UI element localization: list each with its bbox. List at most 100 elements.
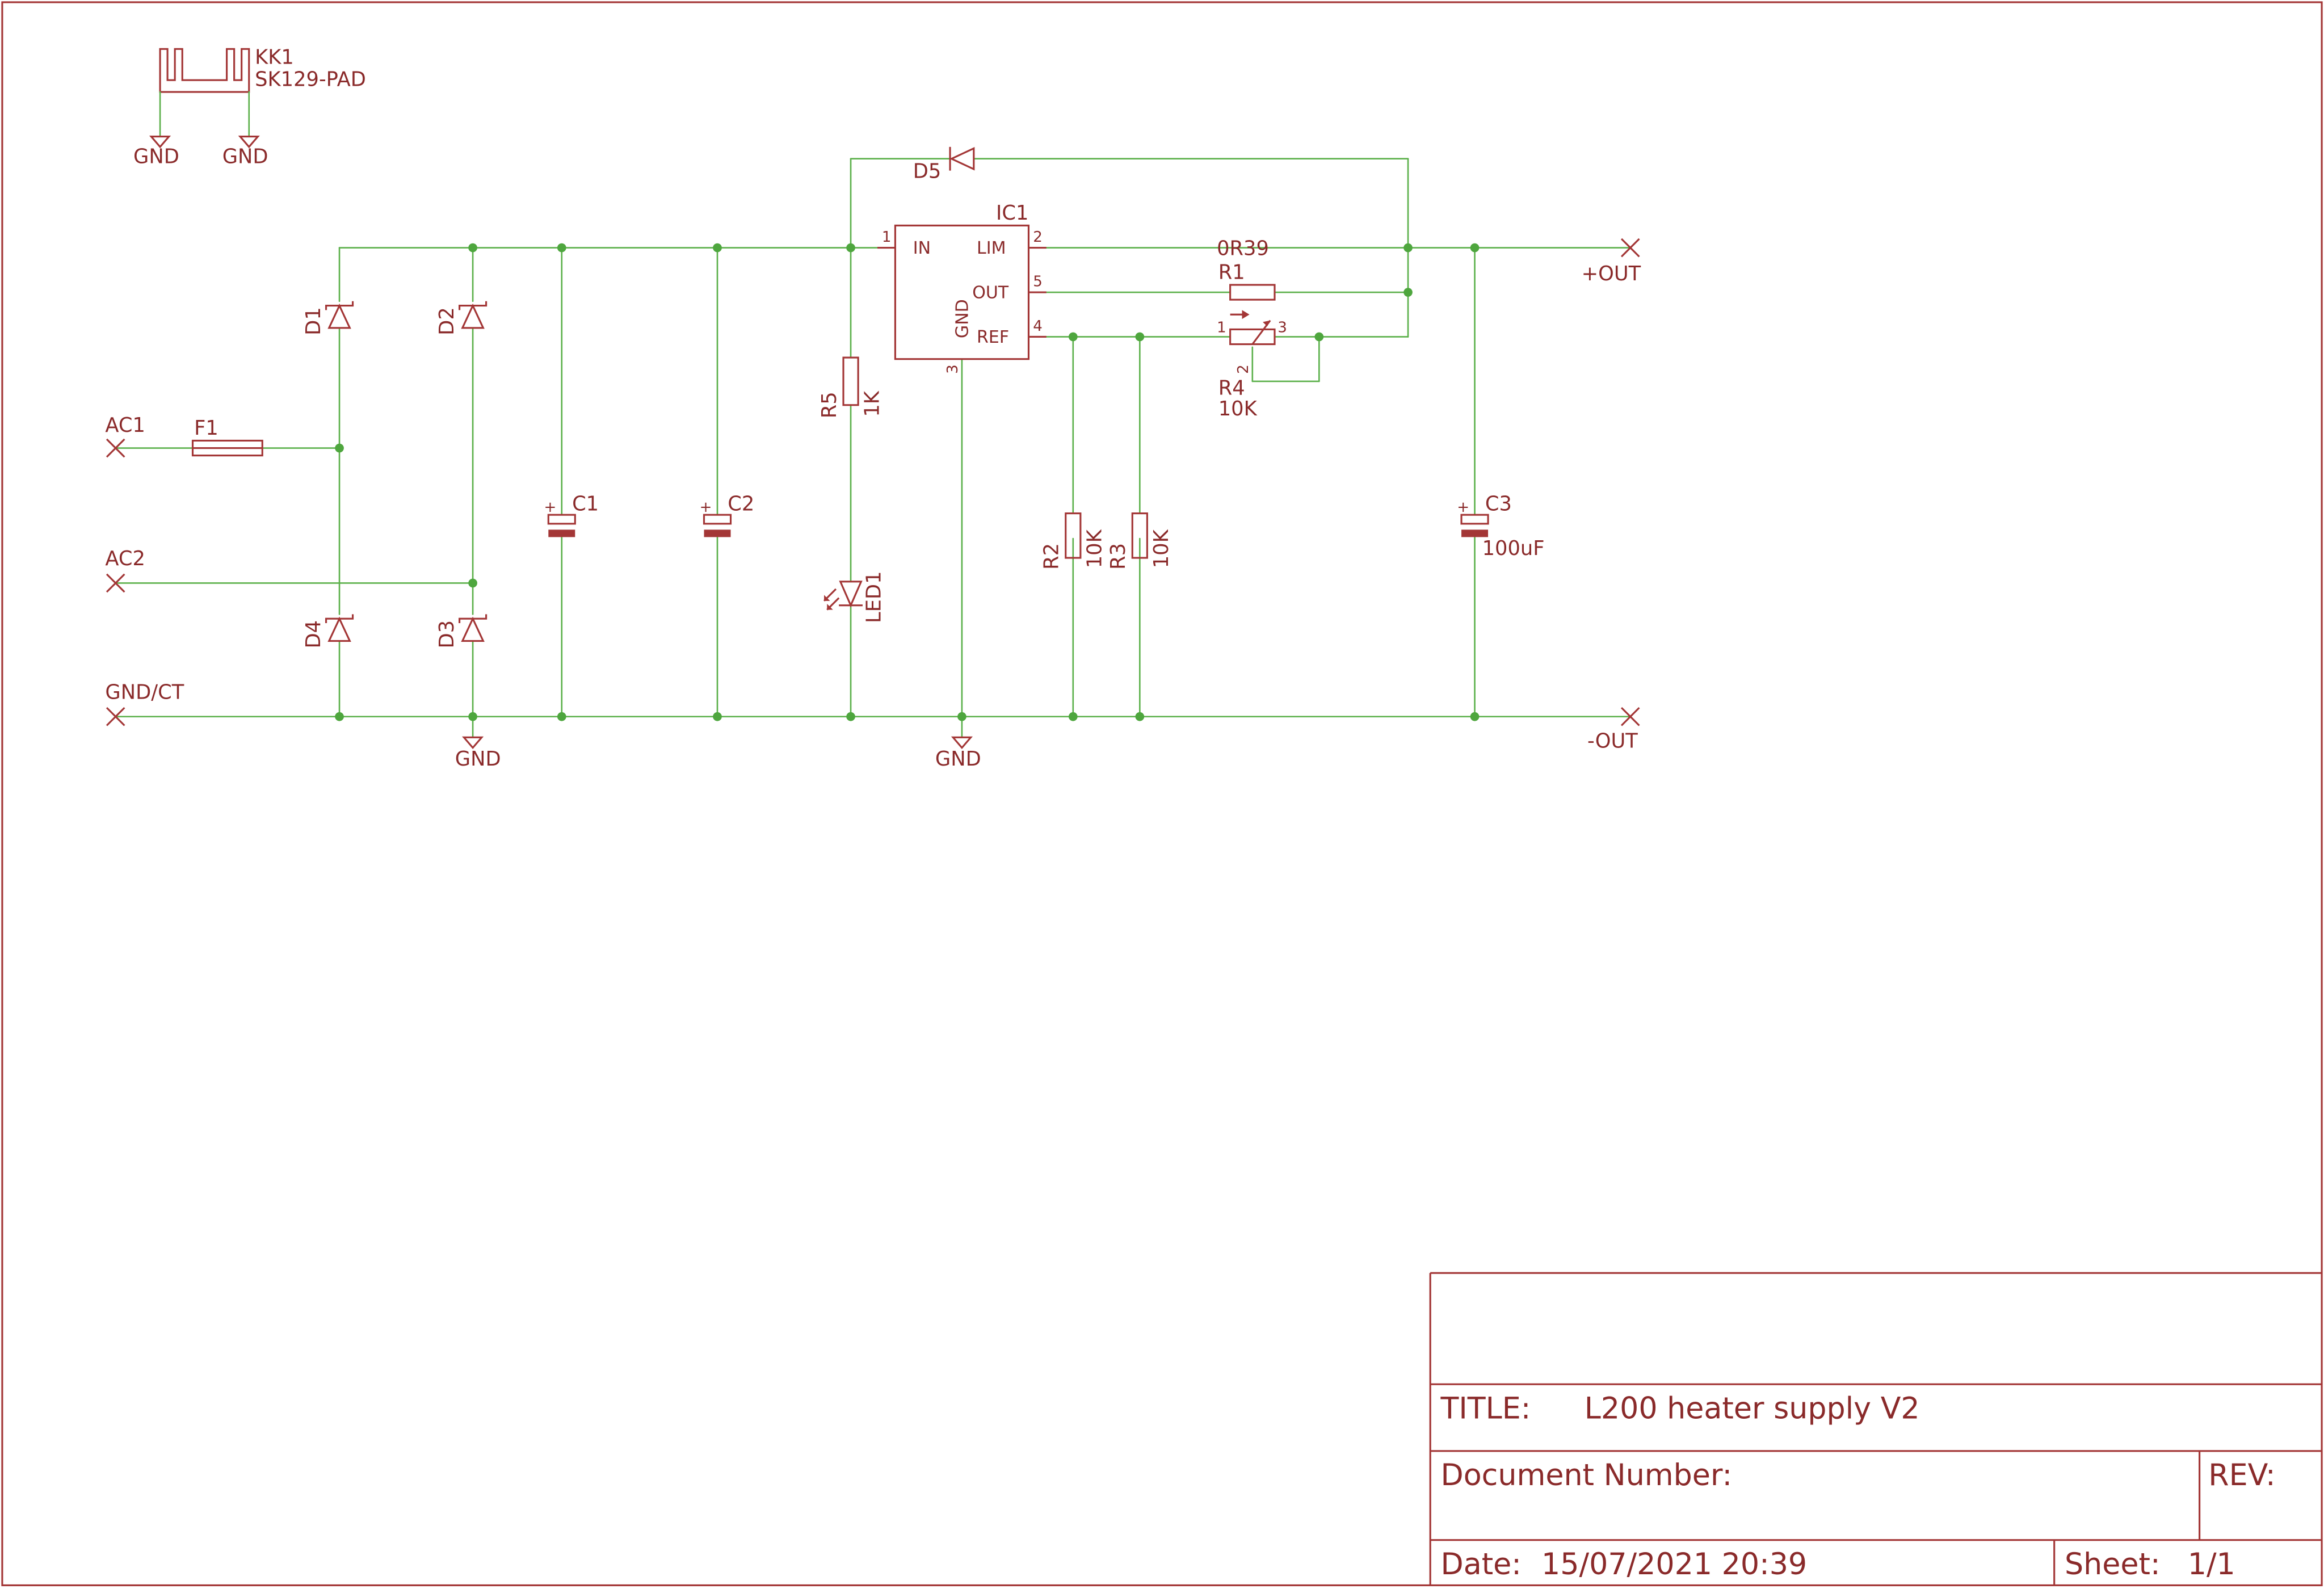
junction-dot — [557, 243, 566, 253]
connector-terminals: AC1 AC2 GND/CT +OUT -OUT — [105, 238, 1641, 753]
sheet-label: Sheet: — [2065, 1548, 2161, 1582]
date-label: Date: — [1440, 1548, 1521, 1582]
junction-dot — [1314, 332, 1324, 342]
plus-out-net-label: +OUT — [1582, 262, 1641, 285]
r4-value-label: 10K — [1218, 397, 1258, 421]
r4-pin-number: 1 — [1217, 320, 1226, 337]
resistor-r2: R2 10K — [1040, 512, 1106, 570]
sheet-value: 1/1 — [2188, 1548, 2235, 1582]
date-value: 15/07/2021 20:39 — [1541, 1548, 1807, 1582]
minus-out-net-label: -OUT — [1587, 730, 1638, 753]
f1-label: F1 — [194, 417, 218, 440]
led1-label: LED1 — [862, 571, 885, 623]
led-led1: LED1 — [823, 571, 885, 623]
terminal-ac1-icon — [106, 438, 125, 458]
r5-label: R5 — [818, 392, 841, 418]
d3-label: D3 — [435, 620, 459, 649]
wires — [115, 158, 1632, 738]
gnd-net-label: GND — [455, 747, 501, 771]
resistor-r3: R3 10K — [1107, 512, 1173, 570]
junction-dot — [713, 712, 722, 721]
r1-value-label: 0R39 — [1217, 237, 1269, 260]
r3-value-label: 10K — [1150, 529, 1173, 568]
junction-dot — [713, 243, 722, 253]
ic1-pin-out-label: OUT — [972, 283, 1009, 302]
junction-dot — [1470, 243, 1480, 253]
title-block: TITLE: L200 heater supply V2 Document Nu… — [1429, 1272, 2321, 1585]
diode-d5: D5 — [913, 146, 975, 183]
title-label: TITLE: — [1440, 1392, 1531, 1426]
capacitor-c3: + C3 100uF — [1457, 492, 1544, 560]
junction-dot — [468, 243, 477, 253]
gnd-net-label: GND — [133, 145, 179, 169]
junction-dot — [1068, 712, 1078, 721]
terminal-minus-out-icon — [1620, 707, 1640, 726]
gnd-net-label: GND — [935, 747, 981, 771]
d2-label: D2 — [435, 307, 459, 335]
kk1-value-label: SK129-PAD — [255, 68, 366, 91]
junction-dot — [957, 712, 966, 721]
junction-dot — [468, 578, 477, 588]
rev-label: REV: — [2208, 1458, 2275, 1493]
polarity-plus-icon: + — [1457, 499, 1469, 516]
d1-label: D1 — [302, 307, 325, 335]
trimmer-r4: 1 3 2 R4 10K — [1217, 310, 1287, 421]
r5-value-label: 1K — [861, 390, 884, 417]
r3-label: R3 — [1107, 543, 1130, 570]
ic1-pin-number: 5 — [1033, 274, 1043, 291]
ic1-pin-lim-label: LIM — [977, 238, 1006, 258]
capacitor-c1: + C1 — [544, 492, 599, 537]
ground-symbol-icon — [238, 135, 260, 149]
c2-label: C2 — [728, 492, 754, 515]
d4-label: D4 — [302, 620, 325, 649]
junction-dot — [1135, 712, 1145, 721]
ic1-pin-gnd-label: GND — [952, 299, 972, 338]
junction-dot — [1403, 243, 1413, 253]
fuse-f1: F1 — [191, 417, 263, 457]
diode-d4: D4 — [302, 614, 354, 649]
resistor-r1: 0R39 R1 — [1217, 237, 1276, 301]
junctions — [335, 243, 1480, 721]
ic1-pin-number: 3 — [944, 364, 961, 374]
polarity-plus-icon: + — [700, 499, 712, 516]
junction-dot — [1403, 288, 1413, 297]
r2-label: R2 — [1040, 543, 1064, 570]
junction-dot — [1470, 712, 1480, 721]
junction-dot — [846, 712, 855, 721]
r1-label: R1 — [1218, 260, 1245, 284]
resistor-r5: R5 1K — [818, 356, 884, 418]
ac2-net-label: AC2 — [105, 547, 145, 570]
capacitor-c2: + C2 — [700, 492, 754, 537]
ic1-label: IC1 — [996, 201, 1028, 225]
ic1-pin-in-label: IN — [913, 238, 931, 258]
c3-label: C3 — [1485, 492, 1512, 515]
ground-symbol-icon — [149, 135, 171, 149]
title-value: L200 heater supply V2 — [1585, 1392, 1920, 1426]
junction-dot — [846, 243, 855, 253]
ground-symbol-icon — [951, 736, 973, 750]
kk1-ref-label: KK1 — [255, 45, 294, 69]
terminal-ac2-icon — [106, 573, 125, 593]
r4-label: R4 — [1218, 376, 1245, 400]
diode-d1: D1 — [302, 301, 354, 335]
gnd-ct-net-label: GND/CT — [105, 680, 184, 704]
r2-value-label: 10K — [1083, 529, 1106, 568]
junction-dot — [335, 443, 344, 453]
diode-d3: D3 — [435, 614, 488, 649]
terminal-gnd-ct-icon — [106, 707, 125, 726]
junction-dot — [1068, 332, 1078, 342]
c3-value-label: 100uF — [1482, 537, 1545, 560]
polarity-plus-icon: + — [544, 499, 556, 516]
junction-dot — [557, 712, 566, 721]
c1-label: C1 — [572, 492, 599, 515]
junction-dot — [1135, 332, 1145, 342]
ic1-pin-number: 1 — [882, 229, 892, 246]
r4-pin-number: 2 — [1235, 364, 1252, 374]
heatsink-kk1: KK1 SK129-PAD GND GND — [133, 45, 366, 168]
ground-symbol-icon — [462, 736, 484, 750]
junction-dot — [468, 712, 477, 721]
terminal-plus-out-icon — [1620, 238, 1640, 258]
gnd-net-label: GND — [222, 145, 268, 169]
